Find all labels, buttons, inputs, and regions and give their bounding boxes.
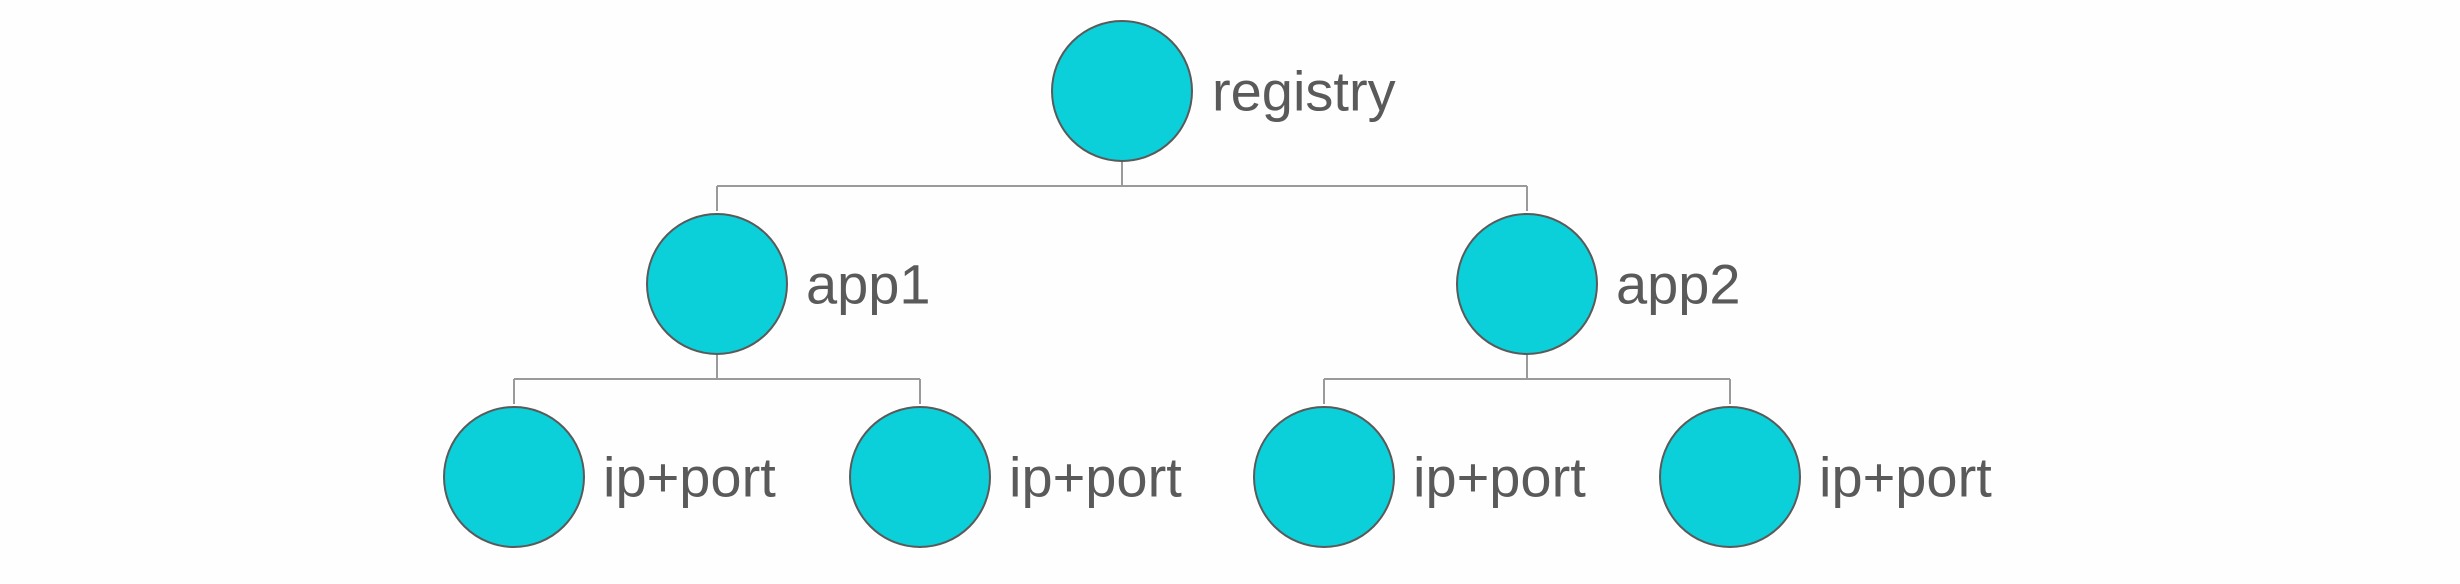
node-app1-endpoint-1-label: ip+port (603, 446, 776, 509)
node-app2-endpoint-1-circle (1253, 406, 1395, 548)
node-app1-circle (646, 213, 788, 355)
connector-app2-to-endpoints (1323, 355, 1731, 404)
node-app1-label: app1 (806, 253, 931, 316)
node-app2-endpoint-2: ip+port (1659, 406, 1992, 548)
node-registry: registry (1051, 20, 1396, 162)
node-app2-endpoint-1-label: ip+port (1413, 446, 1586, 509)
node-app2: app2 (1456, 213, 1741, 355)
node-app1: app1 (646, 213, 931, 355)
node-app1-endpoint-2-label: ip+port (1009, 446, 1182, 509)
node-app1-endpoint-1: ip+port (443, 406, 776, 548)
node-app2-endpoint-2-label: ip+port (1819, 446, 1992, 509)
connector-registry-to-apps (716, 161, 1528, 211)
node-app1-endpoint-2: ip+port (849, 406, 1182, 548)
node-app2-label: app2 (1616, 253, 1741, 316)
node-app1-endpoint-2-circle (849, 406, 991, 548)
node-registry-label: registry (1212, 60, 1396, 123)
node-app1-endpoint-1-circle (443, 406, 585, 548)
node-registry-circle (1051, 20, 1193, 162)
node-app2-endpoint-2-circle (1659, 406, 1801, 548)
connector-app1-to-endpoints (513, 355, 921, 404)
node-app2-endpoint-1: ip+port (1253, 406, 1586, 548)
node-app2-circle (1456, 213, 1598, 355)
